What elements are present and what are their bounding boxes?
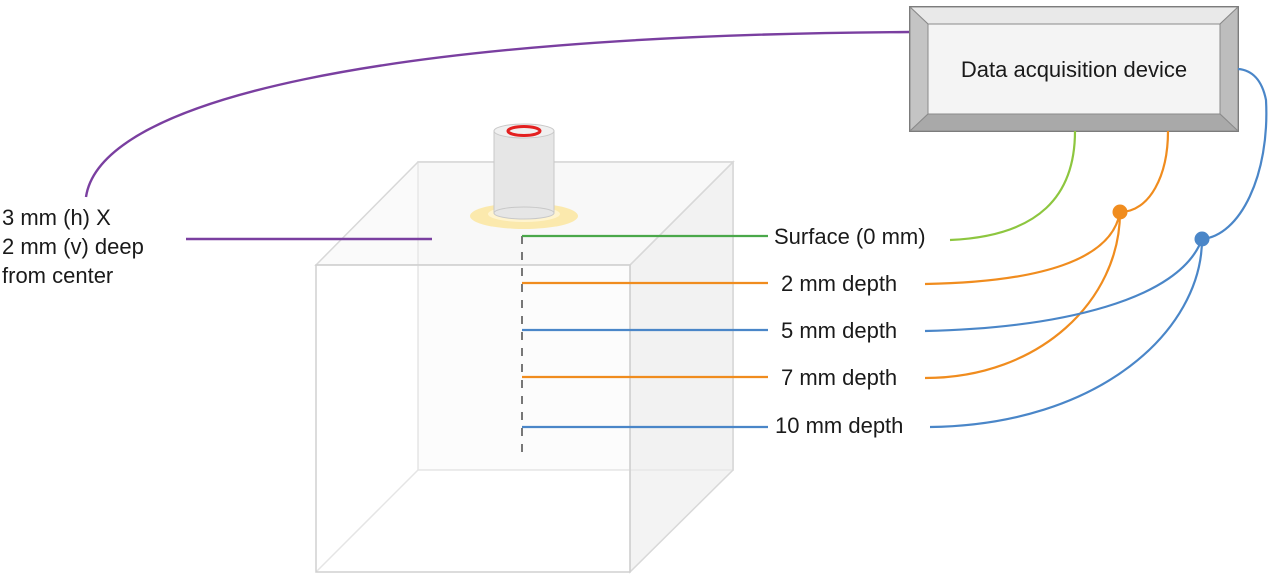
device-bevel-right <box>1219 5 1239 133</box>
cylinder-bottom <box>493 206 555 220</box>
device-bevel-left <box>909 5 929 133</box>
cylinder-top <box>493 123 555 139</box>
probe-label-line3: from center <box>2 263 113 288</box>
data-acquisition-device: Data acquisition device <box>908 5 1240 133</box>
sensor-lines <box>522 234 768 429</box>
cylinder-body <box>493 130 555 214</box>
blue-wire-10mm <box>929 238 1204 429</box>
depth-label: 7 mm depth <box>781 365 897 390</box>
cube-edge <box>315 469 419 573</box>
probe-label-line2: 2 mm (v) deep <box>2 234 144 259</box>
surface-wire <box>949 130 1077 242</box>
blue-wire-5mm <box>924 238 1204 333</box>
orange-junction <box>1112 204 1128 220</box>
orange-wire-7mm <box>924 211 1122 380</box>
device-face <box>927 23 1221 115</box>
wires <box>924 67 1268 429</box>
orange-wire-main <box>1119 130 1170 214</box>
blue-wire-main <box>1201 67 1268 241</box>
orange-wire-2mm <box>924 211 1122 286</box>
heat-source <box>470 123 578 229</box>
depth-labels: Surface (0 mm) 2 mm depth 5 mm depth 7 m… <box>774 224 926 438</box>
red-ring <box>506 125 542 137</box>
device-bevel-bottom <box>908 113 1240 132</box>
depth-label: 5 mm depth <box>781 318 897 343</box>
depth-label: Surface (0 mm) <box>774 224 926 249</box>
device-label: Data acquisition device <box>961 57 1187 82</box>
probe-label-line1: 3 mm (h) X <box>2 205 111 230</box>
depth-label: 2 mm depth <box>781 271 897 296</box>
cube-front-face <box>315 264 631 573</box>
blue-junction <box>1194 231 1210 247</box>
depth-label: 10 mm depth <box>775 413 903 438</box>
device-bevel-top <box>908 6 1240 25</box>
probe-wire <box>84 30 911 198</box>
probe-position-label: 3 mm (h) X 2 mm (v) deep from center <box>2 205 144 288</box>
